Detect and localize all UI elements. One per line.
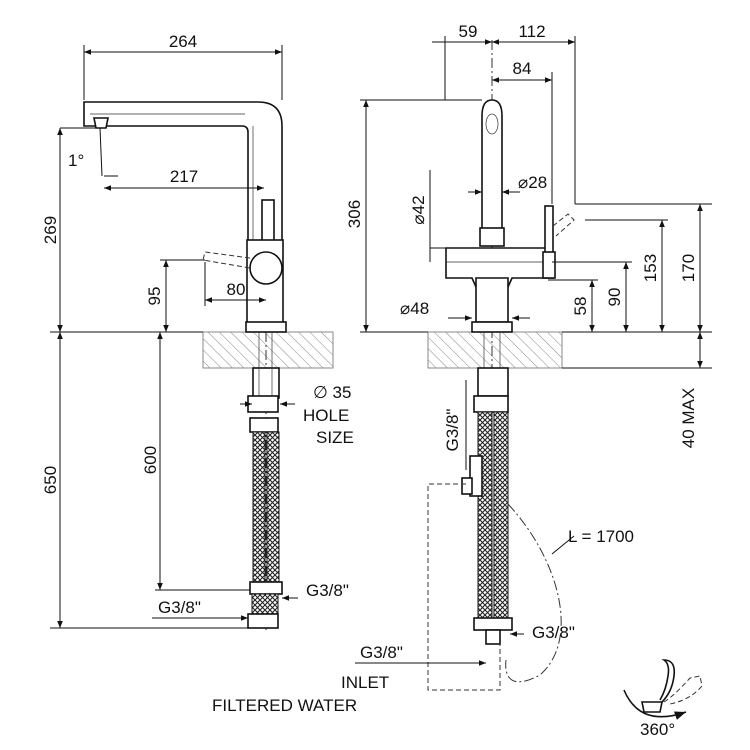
dim-650: 650 (41, 466, 60, 494)
inlet-label-1: INLET (341, 673, 389, 692)
dim-217: 217 (170, 167, 198, 186)
side-view: 264 1° 217 269 95 80 650 600 ∅ 35 (41, 32, 354, 630)
hole-label-2: SIZE (316, 428, 354, 447)
countertop-right (427, 331, 563, 369)
hose-length-label: L = 1700 (568, 527, 634, 546)
dim-58: 58 (571, 297, 590, 316)
side-nut-upper (247, 395, 279, 413)
side-lever-knob (249, 251, 283, 285)
rotation-icon: 360° (623, 659, 703, 739)
dim-264: 264 (169, 32, 197, 51)
side-thread-right: G3/8" (306, 581, 349, 600)
front-view: 59 112 84 306 ⌀42 ⌀28 ⌀48 170 153 (212, 22, 712, 715)
dim-306: 306 (345, 200, 364, 228)
dim-90: 90 (605, 288, 624, 307)
dim-153: 153 (641, 254, 660, 282)
rotation-label: 360° (640, 720, 675, 739)
dim-112: 112 (518, 22, 545, 41)
dim-600: 600 (141, 446, 160, 474)
dim-40-max: 40 MAX (679, 388, 698, 448)
side-thread-left: G3/8" (158, 598, 201, 617)
front-thread-vertical: G3/8" (443, 409, 462, 452)
dim-59: 59 (459, 22, 478, 41)
front-spout (481, 99, 503, 233)
dim-84: 84 (513, 59, 532, 78)
dim-95: 95 (145, 287, 164, 306)
inlet-label-2: FILTERED WATER (212, 696, 357, 715)
hole-diameter: ∅ 35 (313, 383, 351, 402)
spray-head (93, 117, 109, 129)
dim-1deg: 1° (68, 151, 84, 170)
dim-dia-42: ⌀42 (409, 195, 428, 224)
inlet-line (427, 483, 501, 691)
dim-dia-48: ⌀48 (400, 299, 429, 318)
countertop-left (202, 331, 334, 369)
front-thread-left: G3/8" (360, 643, 403, 662)
dim-dia-28: ⌀28 (518, 173, 547, 192)
hole-label-1: HOLE (303, 406, 349, 425)
front-thread-right: G3/8" (532, 623, 575, 642)
hose-loop (505, 503, 562, 683)
dim-269: 269 (41, 216, 60, 244)
side-hose (252, 431, 266, 583)
dim-80: 80 (227, 280, 246, 299)
dim-170: 170 (679, 254, 698, 282)
